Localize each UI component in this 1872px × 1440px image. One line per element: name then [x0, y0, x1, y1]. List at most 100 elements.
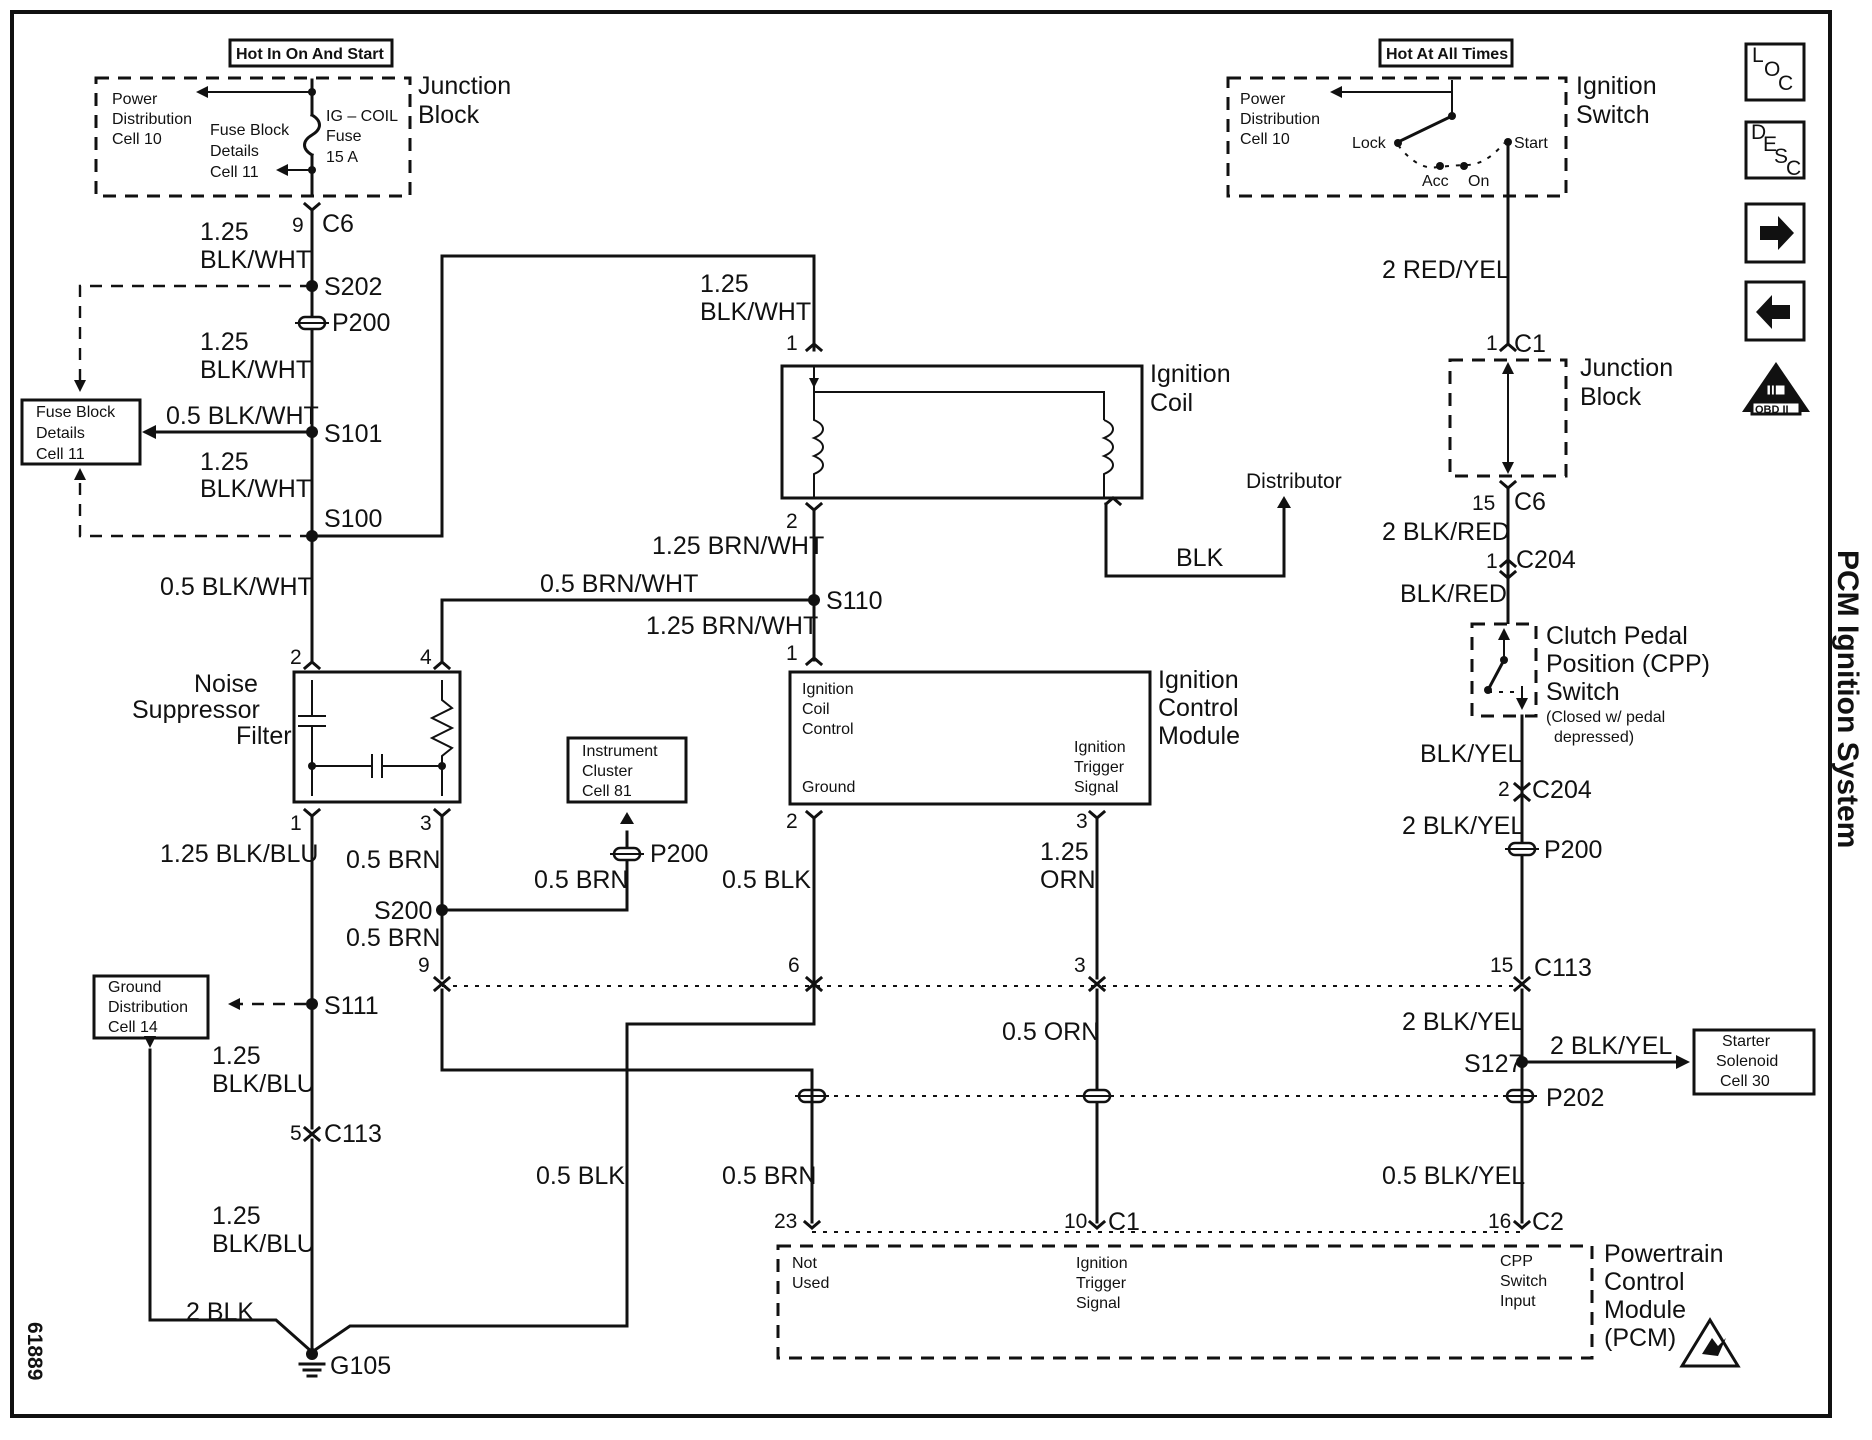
fbd-ref: Fuse Block — [210, 122, 290, 139]
cpp-label-2: Position (CPP) — [1546, 650, 1710, 678]
pin-1-coil: 1 — [786, 332, 798, 355]
pin-3-icm: 3 — [1076, 810, 1088, 833]
wire-label-7: BLK/WHT — [200, 475, 311, 503]
junction-block-right-label-2: Block — [1580, 383, 1642, 411]
fuse-block-details-box: Fuse Block Details Cell 11 — [20, 398, 142, 466]
distributor-label: Distributor — [1246, 470, 1342, 493]
label-s110: S110 — [826, 587, 883, 615]
icm-pin-label-coil-2: Coil — [802, 701, 830, 718]
wire-label-18: 1.25 — [212, 1202, 261, 1230]
next-page-button[interactable] — [1744, 202, 1806, 264]
wire-label-1: 1.25 — [200, 218, 249, 246]
pin-5-c113: 5 — [290, 1122, 302, 1145]
icm-pin-label-ground: Ground — [802, 779, 855, 796]
cpp-label-3: Switch — [1546, 678, 1620, 706]
svg-text:Solenoid: Solenoid — [1716, 1053, 1778, 1070]
pin-10-c1: 10 — [1064, 1210, 1087, 1233]
svg-text:Cell 30: Cell 30 — [1720, 1073, 1770, 1090]
ignition-switch-contacts — [1330, 80, 1512, 198]
icm-label: Ignition — [1158, 666, 1239, 694]
ignition-coil — [780, 364, 1144, 500]
svg-text:E: E — [1763, 133, 1777, 156]
wire-label-31: 2 BLK/RED — [1382, 518, 1510, 546]
noise-filter-label: Noise — [194, 670, 258, 698]
wire-label-9: 1.25 — [700, 270, 749, 298]
previous-page-button[interactable] — [1744, 280, 1806, 342]
location-button[interactable]: L O C — [1744, 42, 1806, 102]
wire-label-24: 0.5 BLK — [722, 866, 811, 894]
wire-label-37: 0.5 BLK/YEL — [1382, 1162, 1525, 1190]
arrow-left-icon — [1756, 295, 1790, 329]
sw-pdc-ref-2: Distribution — [1240, 111, 1320, 128]
pdc-ref-2: Distribution — [112, 111, 192, 128]
switch-pos-start: Start — [1514, 135, 1548, 152]
sw-pdc-ref-3: Cell 10 — [1240, 131, 1290, 148]
cpp-label: Clutch Pedal — [1546, 622, 1688, 650]
switch-pos-lock: Lock — [1352, 135, 1387, 152]
label-s100: S100 — [324, 505, 382, 533]
wire-label-21: 0.5 BRN — [346, 846, 440, 874]
wire-label-8: 0.5 BLK/WHT — [160, 573, 313, 601]
pin-3-filter: 3 — [420, 812, 432, 835]
cpp-note-2: depressed) — [1554, 729, 1634, 746]
pass-thru-p200-c — [1505, 841, 1539, 857]
wire-label-15: 1.25 BLK/BLU — [160, 840, 318, 868]
switch-pos-on: On — [1468, 173, 1489, 190]
wire-label-14: 0.5 BRN/WHT — [540, 570, 698, 598]
label-c204-b: C204 — [1532, 776, 1592, 804]
coil-windings — [809, 366, 1114, 498]
label-c2: C2 — [1532, 1208, 1564, 1236]
wire-label-33: BLK/YEL — [1420, 740, 1522, 768]
splice-s111 — [306, 998, 318, 1010]
pin-1-c1-right: 1 — [1486, 332, 1498, 355]
icm-pin-label-coil-3: Control — [802, 721, 854, 738]
svg-text:O: O — [1764, 58, 1780, 81]
svg-text:Cell 14: Cell 14 — [108, 1019, 158, 1036]
pin-6-c113: 6 — [788, 954, 800, 977]
icm-label-2: Control — [1158, 694, 1239, 722]
pin-15-c6: 15 — [1472, 492, 1495, 515]
pass-thru-p200-b — [610, 846, 644, 862]
wire-label-22: 0.5 BRN — [346, 924, 440, 952]
fuse-ig-coil — [196, 78, 321, 198]
wire-label-19: BLK/BLU — [212, 1230, 315, 1258]
pcm-pin-label-trig: Ignition — [1076, 1255, 1128, 1272]
wire-label-3: 1.25 — [200, 328, 249, 356]
ignition-coil-label: Ignition — [1150, 360, 1231, 388]
ground-distribution-box: Ground Distribution Cell 14 — [92, 974, 210, 1040]
filter-internals — [298, 680, 455, 796]
wire-label-20: 2 BLK — [186, 1298, 254, 1326]
wire-s110-to-filter — [440, 598, 816, 662]
description-button[interactable]: D E S C — [1744, 120, 1806, 180]
ignition-switch-label: Ignition — [1576, 72, 1657, 100]
svg-text:Fuse Block: Fuse Block — [36, 404, 116, 421]
pass-thru-p202-c — [1503, 1088, 1537, 1104]
junction-block-label: Junction — [418, 72, 511, 100]
ignition-switch-label-2: Switch — [1576, 101, 1650, 129]
svg-text:Cluster: Cluster — [582, 763, 633, 780]
pcm-label: Powertrain — [1604, 1240, 1724, 1268]
pcm-label-4: (PCM) — [1604, 1324, 1676, 1352]
junction-block-right-label: Junction — [1580, 354, 1673, 382]
label-s111: S111 — [324, 992, 379, 1020]
svg-text:D: D — [1751, 121, 1766, 144]
icm-pin-label-trigger: Ignition — [1074, 739, 1126, 756]
arrow-right-icon — [1760, 216, 1794, 250]
pass-thru-p200-a — [295, 315, 329, 331]
pcm-label-3: Module — [1604, 1296, 1686, 1324]
pdc-ref: Power — [112, 91, 158, 108]
pin-1-filter: 1 — [290, 812, 302, 835]
sw-pdc-ref: Power — [1240, 91, 1286, 108]
pcm-pin-label-cpp-3: Input — [1500, 1293, 1536, 1310]
wire-label-25: 1.25 — [1040, 838, 1089, 866]
fuse-label-2: Fuse — [326, 128, 362, 145]
wire-ground-loop — [148, 830, 816, 1354]
pass-thru-p202-b — [1080, 1088, 1114, 1104]
wire-label-2: BLK/WHT — [200, 246, 311, 274]
label-p200-a: P200 — [332, 309, 390, 337]
label-c113-left: C113 — [324, 1120, 382, 1148]
ignition-coil-label-2: Coil — [1150, 389, 1193, 417]
cpp-switch-contact — [1484, 628, 1528, 710]
label-s202: S202 — [324, 273, 382, 301]
ignition-control-module — [788, 670, 1152, 806]
